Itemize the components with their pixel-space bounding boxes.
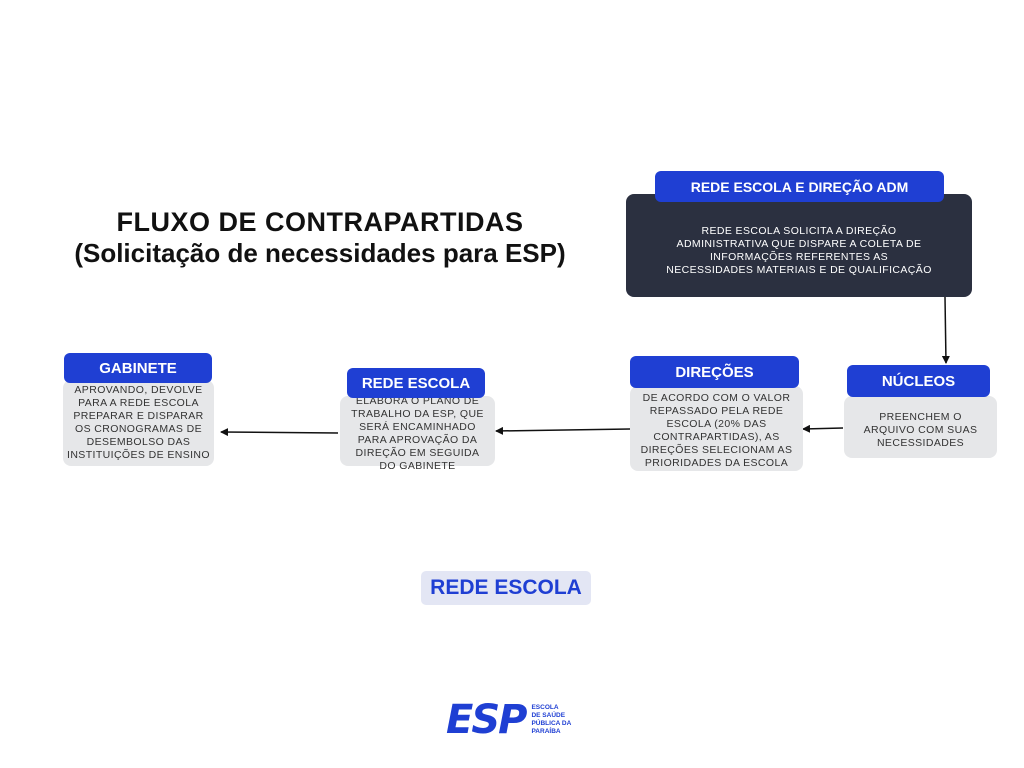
step-gabinete-label: GABINETE xyxy=(64,353,212,383)
step-rede-escola-direcao-adm-box: REDE ESCOLA SOLICITA A DIREÇÃO ADMINISTR… xyxy=(626,194,972,297)
esp-logo-line2: DE SAÚDE xyxy=(531,712,566,719)
page-title: FLUXO DE CONTRAPARTIDAS xyxy=(116,207,524,237)
step-rede-escola-box: ELABORA O PLANO DE TRABALHO DA ESP, QUE … xyxy=(340,395,495,472)
step-nucleos-label: NÚCLEOS xyxy=(847,365,990,397)
step-rede-escola-direcao-adm-label: REDE ESCOLA E DIREÇÃO ADM xyxy=(655,171,944,202)
esp-logo-text: ESCOLA DE SAÚDE PÚBLICA DA PARAÍBA xyxy=(531,704,571,736)
step-direcoes-text: DE ACORDO COM O VALOR REPASSADO PELA RED… xyxy=(640,391,793,469)
step-gabinete-text: APROVANDO, DEVOLVE PARA A REDE ESCOLA PR… xyxy=(67,384,210,461)
page-subtitle: (Solicitação de necessidades para ESP) xyxy=(74,238,566,268)
step-rede-escola-label: REDE ESCOLA xyxy=(347,368,485,398)
step-rede-escola-direcao-adm-text: REDE ESCOLA SOLICITA A DIREÇÃO ADMINISTR… xyxy=(666,224,932,276)
esp-logo-line4: PARAÍBA xyxy=(531,728,561,735)
arrow-rede-escola-to-gabinete xyxy=(220,428,339,437)
arrow-direcoes-to-rede-escola xyxy=(495,426,631,435)
step-gabinete-box: APROVANDO, DEVOLVE PARA A REDE ESCOLA PR… xyxy=(63,380,214,466)
step-rede-escola-text: ELABORA O PLANO DE TRABALHO DA ESP, QUE … xyxy=(351,395,484,472)
esp-logo: ESP ESCOLA DE SAÚDE PÚBLICA DA PARAÍBA xyxy=(446,700,571,740)
esp-logo-mark: ESP xyxy=(446,697,527,743)
esp-logo-line3: PÚBLICA DA xyxy=(531,720,572,727)
arrow-adm-to-nucleos xyxy=(941,296,950,364)
esp-logo-line1: ESCOLA xyxy=(531,704,559,711)
step-nucleos-box: PREENCHEM O ARQUIVO COM SUAS NECESSIDADE… xyxy=(844,396,997,458)
footer-rede-escola-label: REDE ESCOLA xyxy=(421,571,591,605)
step-direcoes-box: DE ACORDO COM O VALOR REPASSADO PELA RED… xyxy=(630,386,803,471)
arrow-nucleos-to-direcoes xyxy=(802,424,844,433)
step-direcoes-label: DIREÇÕES xyxy=(630,356,799,388)
step-nucleos-text: PREENCHEM O ARQUIVO COM SUAS NECESSIDADE… xyxy=(863,410,978,449)
